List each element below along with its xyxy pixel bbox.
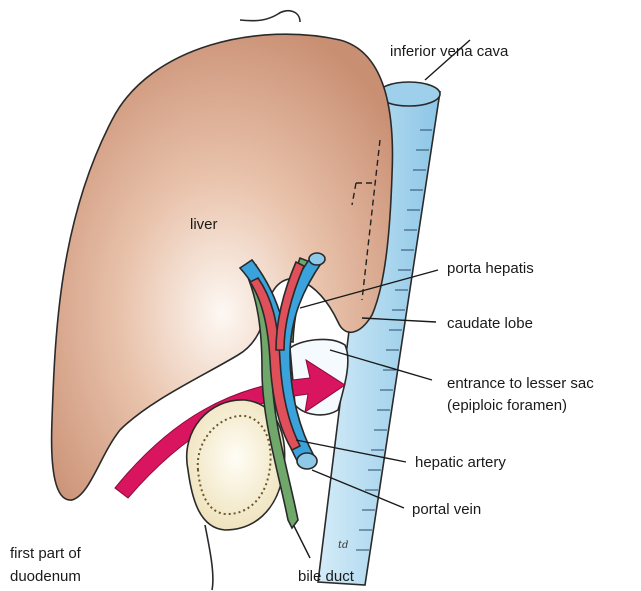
artist-signature: td — [338, 540, 348, 551]
label-liver: liver — [190, 216, 218, 233]
portal-vein-top — [309, 253, 325, 265]
label-duodenum-line2: duodenum — [10, 568, 81, 585]
label-porta-hepatis: porta hepatis — [447, 260, 534, 277]
label-portal-vein: portal vein — [412, 501, 481, 518]
portal-vein-end — [297, 453, 317, 469]
leader-bile-duct — [294, 526, 310, 558]
label-bile-duct: bile duct — [298, 568, 355, 585]
label-entrance-line2: (epiploic foramen) — [447, 397, 567, 414]
label-inferior-vena-cava: inferior vena cava — [390, 43, 509, 60]
label-hepatic-artery: hepatic artery — [415, 454, 506, 471]
label-duodenum-line1: first part of — [10, 545, 82, 562]
peritoneal-fold-top — [240, 11, 300, 22]
label-entrance-line1: entrance to lesser sac — [447, 375, 594, 392]
label-caudate-lobe: caudate lobe — [447, 315, 533, 332]
